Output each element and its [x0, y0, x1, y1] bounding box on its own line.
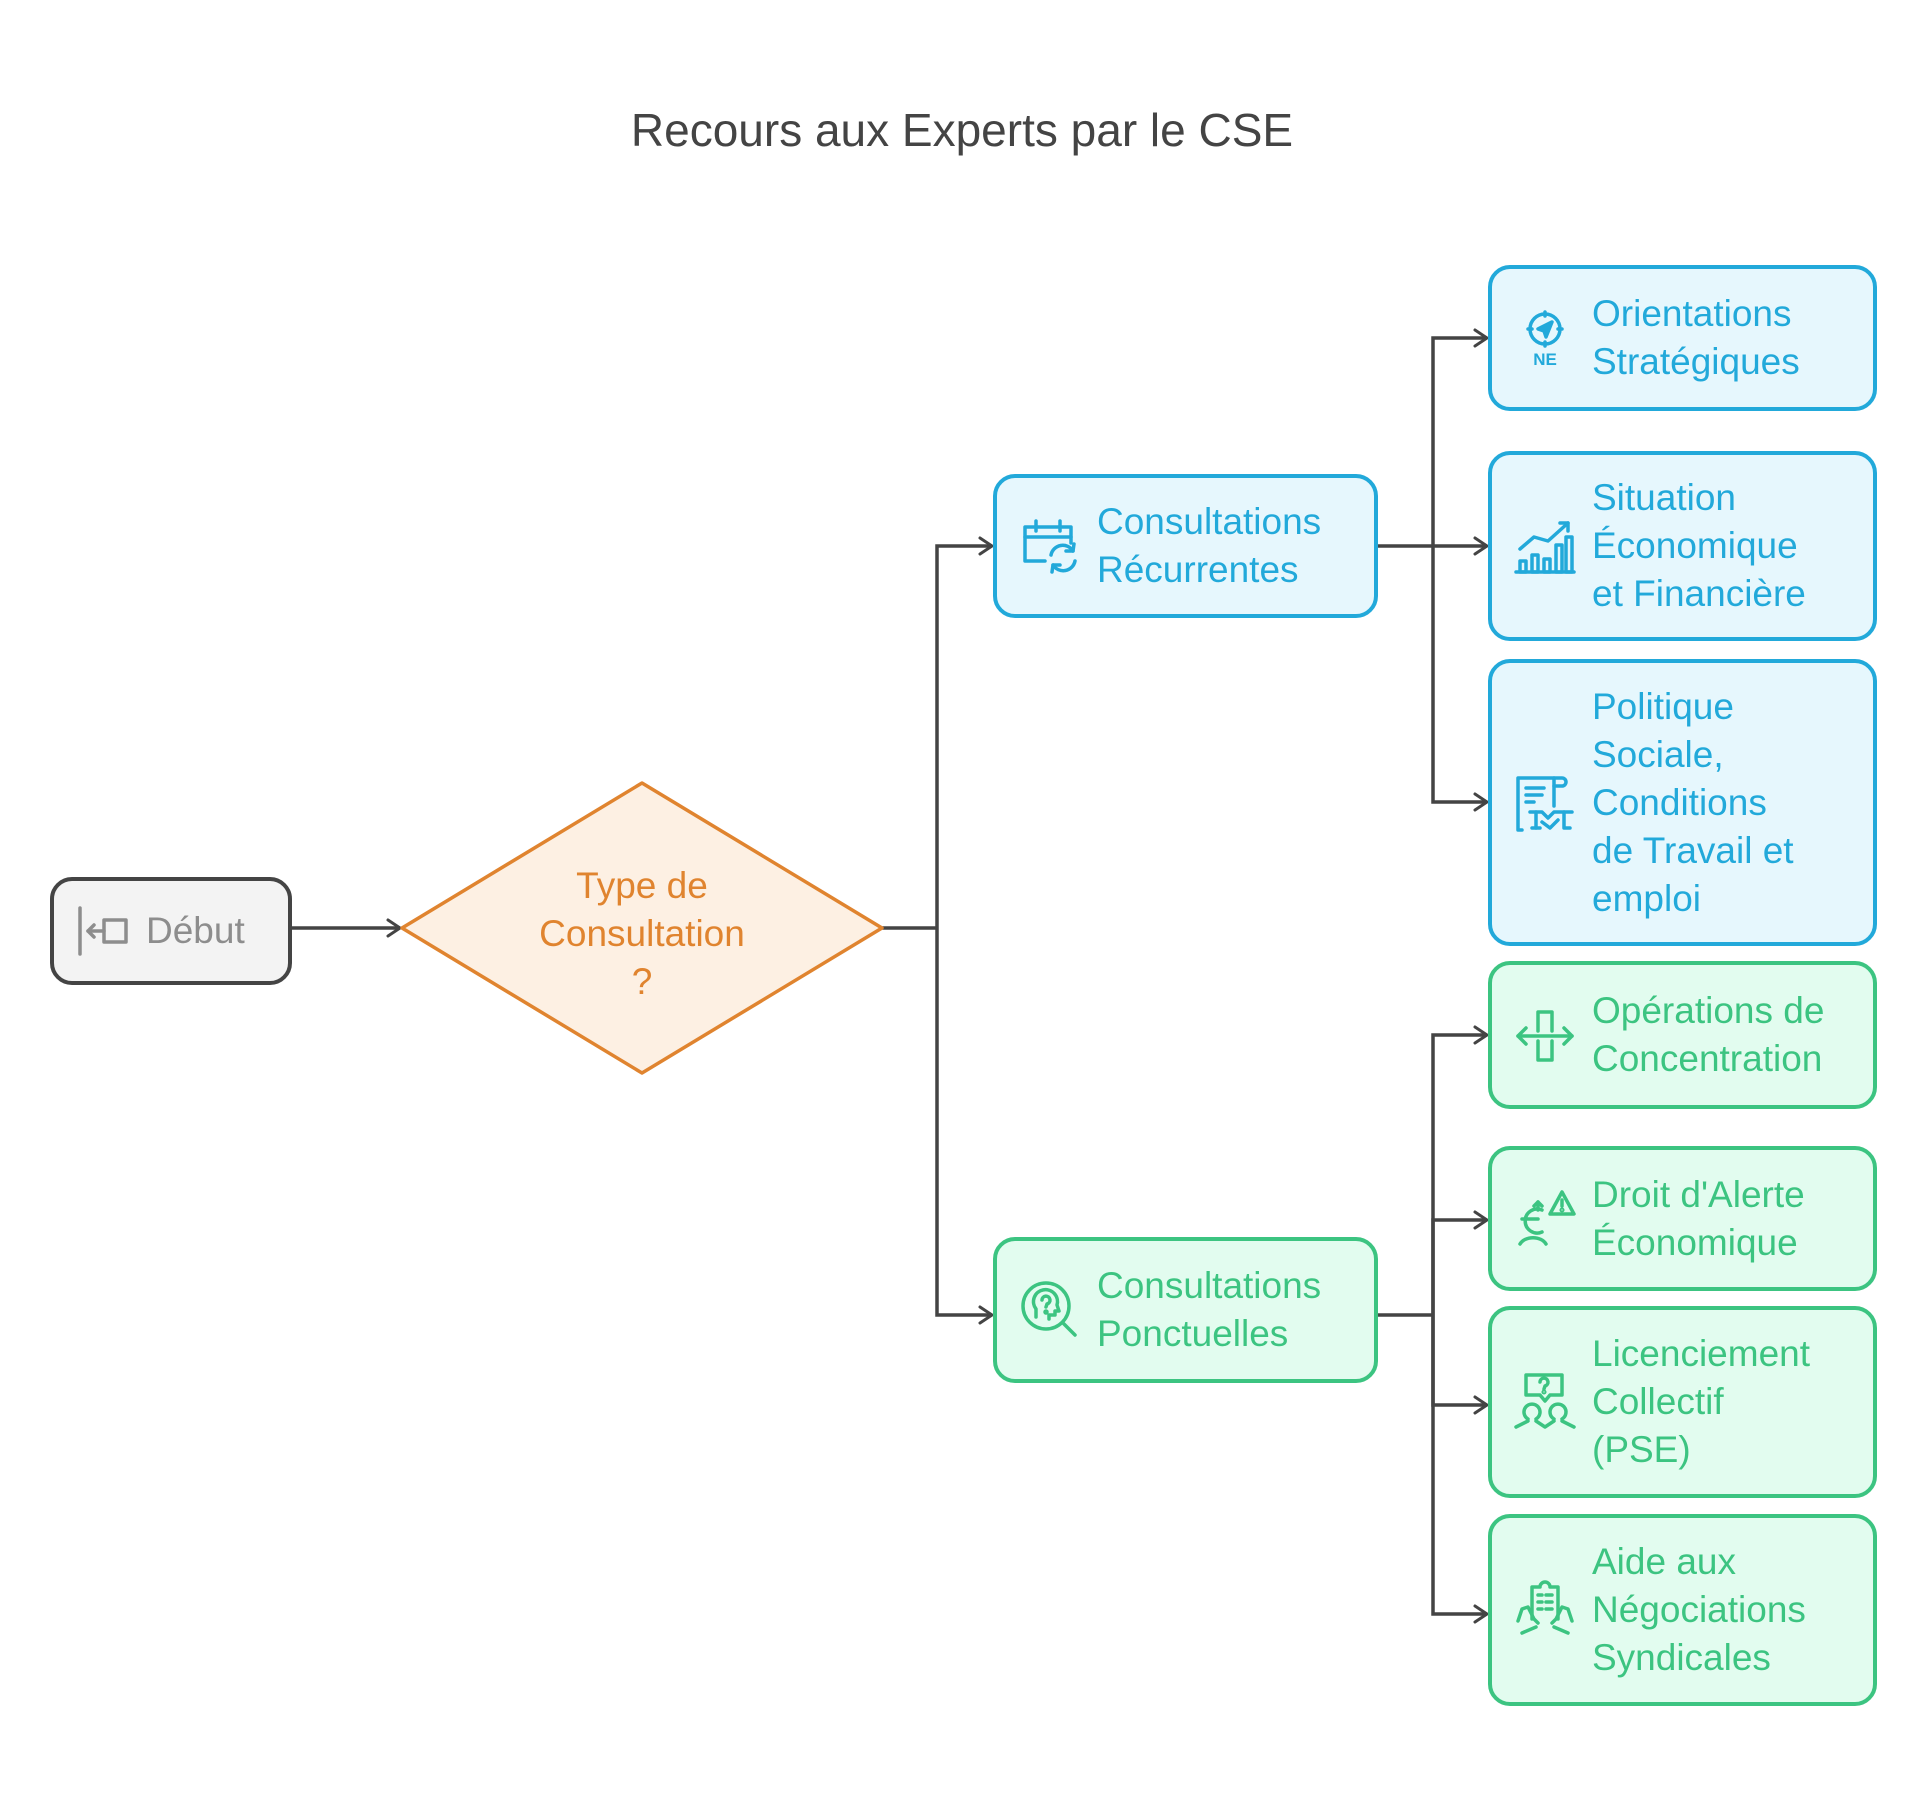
- calendar-refresh-icon: [1023, 519, 1077, 574]
- label-line: Conditions: [1592, 781, 1767, 823]
- growth-chart-icon: [1514, 521, 1576, 574]
- svg-text:NE: NE: [1533, 350, 1557, 369]
- label-line: Économique: [1592, 525, 1798, 566]
- decision-line: Type de: [576, 865, 708, 906]
- start-arrow-icon: [78, 906, 128, 956]
- label-line: Consultations: [1097, 501, 1322, 542]
- compass-ne-icon: NE: [1526, 310, 1564, 369]
- connector-to-recurrentes: [935, 536, 994, 928]
- start-label: Début: [146, 910, 245, 951]
- connector-to-droit: [1431, 1210, 1489, 1315]
- connector-to-licenciement: [1431, 1315, 1489, 1415]
- decision-line: Consultation: [539, 913, 745, 954]
- label-line: de Travail et: [1592, 829, 1794, 871]
- connector-to-orientations: [1431, 328, 1489, 546]
- label-line: Droit d'Alerte: [1592, 1173, 1805, 1215]
- contract-handshake-icon: [1516, 775, 1574, 832]
- label-line: Politique: [1592, 685, 1734, 727]
- label-line: Syndicales: [1592, 1637, 1771, 1678]
- node-label: Politique Sociale, Conditions de Travail…: [1592, 683, 1794, 923]
- people-question-icon: [1514, 1373, 1576, 1429]
- node-licenciement-collectif[interactable]: Licenciement Collectif (PSE): [1488, 1306, 1877, 1498]
- decision-diamond[interactable]: [400, 781, 884, 1075]
- label-line: Aide aux: [1592, 1541, 1736, 1582]
- node-label: Droit d'Alerte Économique: [1592, 1171, 1805, 1267]
- connector-to-ponctuelles: [935, 928, 994, 1325]
- label-line: Opérations de: [1592, 990, 1825, 1031]
- label-line: Stratégiques: [1592, 341, 1800, 382]
- node-label: Situation Économique et Financière: [1592, 474, 1806, 618]
- node-consultations-ponctuelles[interactable]: Consultations Ponctuelles: [993, 1237, 1378, 1383]
- label-line: Sociale,: [1592, 733, 1724, 775]
- node-label: Orientations Stratégiques: [1592, 290, 1800, 386]
- label-line: et Financière: [1592, 573, 1806, 614]
- start-node[interactable]: Début: [50, 877, 292, 985]
- head-question-search-icon: [1021, 1281, 1077, 1337]
- node-label: Opérations de Concentration: [1592, 987, 1824, 1083]
- label-line: Récurrentes: [1097, 549, 1299, 590]
- euro-alert-icon: [1518, 1189, 1576, 1246]
- label-line: Économique: [1592, 1221, 1798, 1263]
- node-label: Licenciement Collectif (PSE): [1592, 1330, 1810, 1474]
- connector-to-politique: [1431, 546, 1489, 812]
- node-aide-negociations[interactable]: Aide aux Négociations Syndicales: [1488, 1514, 1877, 1706]
- node-situation-economique[interactable]: Situation Économique et Financière: [1488, 451, 1877, 641]
- decision-line: ?: [631, 961, 653, 1002]
- node-consultations-recurrentes[interactable]: Consultations Récurrentes: [993, 474, 1378, 618]
- connector-to-operations: [1431, 1025, 1489, 1315]
- label-line: Ponctuelles: [1097, 1313, 1289, 1354]
- merge-arrows-icon: [1516, 1010, 1574, 1062]
- label-line: Orientations: [1592, 293, 1792, 334]
- label-line: Collectif: [1592, 1381, 1724, 1422]
- label-line: emploi: [1592, 877, 1701, 919]
- label-line: Consultations: [1097, 1265, 1322, 1306]
- node-label: Consultations Récurrentes: [1097, 498, 1321, 594]
- decision-label: Type de Consultation ?: [440, 862, 844, 1006]
- label-line: Négociations: [1592, 1589, 1806, 1630]
- connector-to-aide: [1431, 1315, 1489, 1624]
- label-line: Concentration: [1592, 1038, 1823, 1079]
- node-label: Consultations Ponctuelles: [1097, 1262, 1321, 1358]
- node-orientations-strategiques[interactable]: NE Orientations Stratégiques: [1488, 265, 1877, 411]
- node-operations-concentration[interactable]: Opérations de Concentration: [1488, 961, 1877, 1109]
- label-line: Situation: [1592, 477, 1736, 518]
- label-line: (PSE): [1592, 1429, 1691, 1470]
- node-droit-alerte[interactable]: Droit d'Alerte Économique: [1488, 1146, 1877, 1291]
- node-politique-sociale[interactable]: Politique Sociale, Conditions de Travail…: [1488, 659, 1877, 946]
- node-label: Aide aux Négociations Syndicales: [1592, 1538, 1806, 1682]
- label-line: Licenciement: [1592, 1333, 1811, 1374]
- diagram-title: Recours aux Experts par le CSE: [630, 104, 1294, 156]
- hands-document-icon: [1516, 1580, 1574, 1635]
